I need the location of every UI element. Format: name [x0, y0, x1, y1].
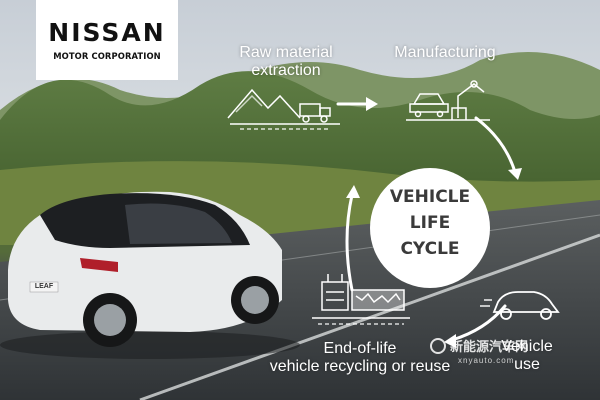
- watermark-text: 新能源汽车网: [450, 339, 529, 354]
- cycle-center-title: VEHICLE LIFE CYCLE: [380, 184, 480, 262]
- nissan-logo: NISSAN MOTOR CORPORATION: [36, 0, 178, 80]
- stage-vehicle-use: Vehicle use: [492, 338, 562, 374]
- vehicle-use-icon: [480, 291, 560, 320]
- manufacturing-icon: [406, 80, 490, 121]
- arc-manufacturing-to-use: [474, 116, 517, 174]
- center-line-vehicle: VEHICLE: [389, 187, 471, 207]
- stage-end-of-life-line1: End-of-life: [323, 340, 397, 357]
- stage-vehicle-use-line2: use: [514, 356, 540, 373]
- stage-raw-material-line1: Raw material: [239, 44, 333, 61]
- logo-wordmark: NISSAN: [48, 17, 166, 47]
- license-plate: LEAF: [34, 283, 54, 290]
- arrowhead-raw: [346, 185, 360, 198]
- end-of-life-icon: [312, 274, 410, 325]
- arrowhead-use: [508, 168, 522, 180]
- stage-end-of-life: End-of-life vehicle recycling or reuse: [250, 340, 470, 376]
- logo-subtitle: MOTOR CORPORATION: [53, 50, 161, 61]
- watermark-url: xnyauto.com: [458, 356, 515, 365]
- stage-raw-material-line2: extraction: [251, 62, 321, 79]
- stage-vehicle-use-line1: Vehicle: [501, 338, 553, 355]
- watermark: 新能源汽车网: [430, 336, 528, 355]
- center-line-cycle: CYCLE: [400, 239, 460, 259]
- arc-use-to-end: [450, 304, 507, 342]
- watermark-logo-icon: [430, 337, 446, 354]
- arrowhead-end: [444, 334, 456, 348]
- stage-end-of-life-line2: vehicle recycling or reuse: [269, 358, 451, 375]
- arc-end-to-raw: [345, 193, 354, 292]
- stage-manufacturing-line1: Manufacturing: [394, 44, 496, 61]
- center-disc: [370, 168, 490, 288]
- center-line-life: LIFE: [409, 213, 451, 233]
- stage-raw-material: Raw material extraction: [222, 44, 350, 80]
- raw-material-icon: [227, 88, 340, 130]
- stage-manufacturing: Manufacturing: [380, 44, 510, 62]
- arrowhead-manufacturing: [366, 97, 378, 111]
